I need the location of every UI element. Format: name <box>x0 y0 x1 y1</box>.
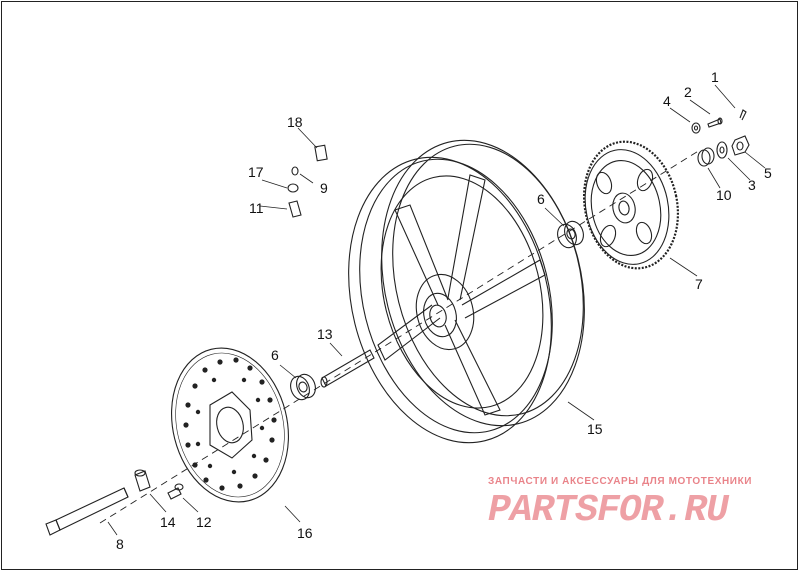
callout-1: 1 <box>711 69 719 85</box>
washer-3 <box>716 141 728 159</box>
valve-nut-17 <box>287 183 299 193</box>
callout-9: 9 <box>320 180 328 196</box>
callout-12: 12 <box>196 514 212 530</box>
spacer-tube-13 <box>320 349 375 388</box>
bearing-right <box>557 220 584 249</box>
callout-14: 14 <box>160 514 176 530</box>
spacer-14 <box>134 469 151 492</box>
brake-rotor <box>171 347 289 503</box>
rear-pulley <box>582 140 680 270</box>
watermark-logo: PARTSFOR.RU <box>488 489 729 532</box>
washer-4 <box>691 122 701 134</box>
callout-11: 11 <box>249 200 264 216</box>
callout-5: 5 <box>764 165 772 181</box>
balance-weight-18 <box>314 144 328 162</box>
screw-12 <box>167 483 184 500</box>
cotter-pin-1 <box>739 109 747 121</box>
spacer-10 <box>697 147 715 167</box>
callout-labels: 1 2 3 4 5 6 6 7 8 9 10 11 12 13 14 15 16… <box>116 69 772 552</box>
nut-5 <box>731 135 750 156</box>
valve-cap-9 <box>291 166 299 176</box>
callout-15: 15 <box>587 421 603 437</box>
callout-6-left: 6 <box>271 347 279 363</box>
rear-wheel <box>348 139 585 444</box>
axle-centerline <box>99 149 701 524</box>
callout-17: 17 <box>248 164 264 180</box>
bearing-left <box>290 373 316 401</box>
leader-lines <box>107 84 766 536</box>
callout-18: 18 <box>287 114 303 130</box>
callout-16: 16 <box>297 525 313 541</box>
axle <box>45 487 129 536</box>
valve-stem-11 <box>288 200 302 218</box>
watermark-caption: ЗАПЧАСТИ И АКСЕССУАРЫ ДЛЯ МОТОТЕХНИКИ <box>488 476 753 487</box>
callout-7: 7 <box>695 276 703 292</box>
callout-13: 13 <box>317 326 333 342</box>
callout-6-right: 6 <box>537 191 545 207</box>
callout-8: 8 <box>116 536 124 552</box>
callout-4: 4 <box>663 93 671 109</box>
callout-2: 2 <box>684 84 692 100</box>
callout-10: 10 <box>716 187 732 203</box>
callout-3: 3 <box>748 177 756 193</box>
bolt-2 <box>707 117 723 128</box>
